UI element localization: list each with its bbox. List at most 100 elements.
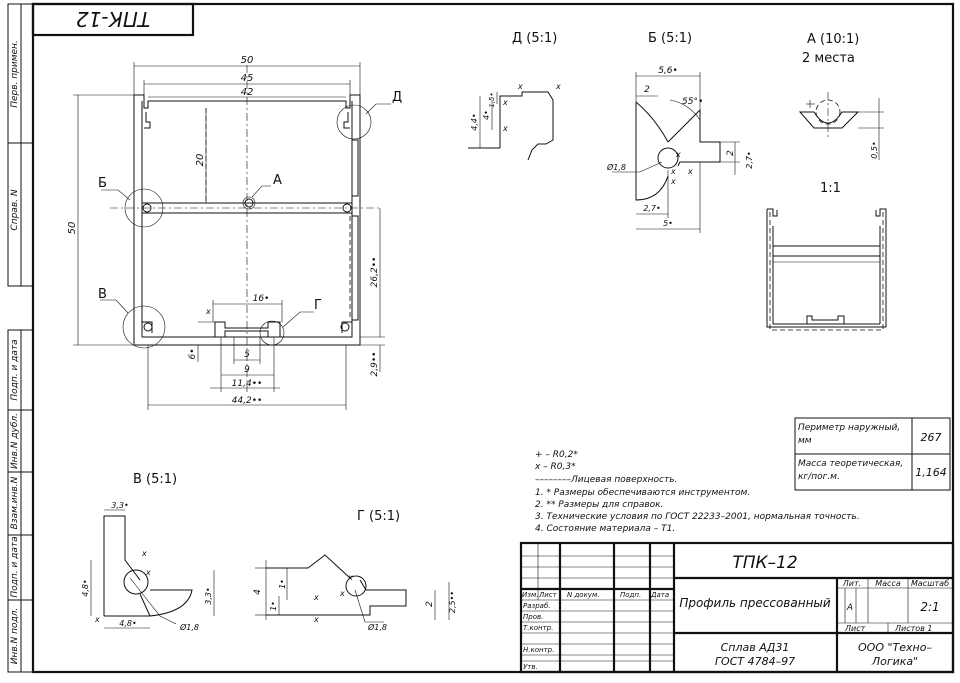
view-title-a: А (10:1) — [807, 32, 859, 47]
dim-9: 9 — [244, 365, 250, 375]
detail-b-dim-d18: Ø1,8 — [606, 162, 626, 172]
detail-d-x3: x — [502, 98, 508, 107]
tb-massa: Масса — [875, 579, 901, 588]
dim-11: 11,4•• — [232, 379, 263, 389]
dim-50-left: 50 — [67, 222, 78, 235]
detail-g-dim-4: 4 — [253, 589, 263, 595]
note-5: 3. Технические условия по ГОСТ 22233–200… — [535, 512, 860, 522]
detail-b-dim-2b: 2 — [726, 150, 736, 156]
title-block-text: ТПК–12 Профиль прессованный Сплав АД31 Г… — [522, 553, 949, 671]
tb-company-2: Логика" — [871, 655, 918, 668]
note-3: 1. * Размеры обеспечиваются инструментом… — [535, 488, 750, 498]
tb-razrab: Разраб. — [523, 602, 551, 610]
detail-a-dim-0-5: 0,5• — [870, 141, 879, 158]
dim-2-9: 2,9•• — [370, 352, 380, 377]
tb-col-podp: Подп. — [620, 591, 641, 599]
tb-sheets: Листов 1 — [894, 624, 933, 633]
detail-g-dim-1: 1• — [278, 579, 287, 589]
detail-d-x2: x — [555, 82, 561, 91]
detail-v-dim-3-3b: 3,3• — [204, 587, 213, 604]
dim-44: 44,2•• — [232, 396, 263, 406]
main-view-dimensions: 50 45 42 20 50 26,2•• 16• 5 9 11,4•• 44,… — [67, 55, 402, 406]
tb-col-list: Лист — [538, 591, 558, 599]
label-g: Г — [314, 298, 322, 313]
detail-d-dim-4-4: 4,4• — [470, 113, 479, 130]
mass-value: 1,164 — [915, 466, 947, 479]
note-0: + – R0,2* — [535, 450, 578, 460]
detail-v-x3: x — [145, 568, 151, 577]
tb-nkontr: Н.контр. — [523, 646, 554, 654]
detail-g-dim-2: 2 — [425, 601, 435, 607]
tb-tkontr: Т.контр. — [523, 624, 553, 632]
detail-b-dim-2-7: 2,7• — [745, 151, 754, 168]
view-title-b: Б (5:1) — [648, 31, 692, 46]
stamp-designation: ТПК-12 — [76, 7, 150, 31]
notes-block: + – R0,2* x – R0,3* ––––––––Лицевая пове… — [534, 450, 860, 534]
label-d: Д — [392, 90, 402, 105]
note-2: ––––––––Лицевая поверхность. — [535, 475, 677, 485]
detail-b-x3: x — [687, 167, 693, 176]
side-label-sprav: Справ. N — [10, 189, 20, 230]
detail-v: 3,3• 4,8• 3,3• 4,8• Ø1,8 x x x — [81, 501, 215, 632]
tb-sheet: Лист — [844, 624, 866, 633]
side-label-podp-data-1: Подп. и дата — [10, 339, 20, 400]
perimeter-value: 267 — [921, 431, 942, 444]
side-label-inv-dubl: Инв.N дубл. — [10, 413, 20, 469]
detail-d-x4: x — [502, 124, 508, 133]
detail-b-dim-2-7b: 2,7• — [643, 204, 660, 213]
detail-b-dim-2: 2 — [644, 85, 650, 95]
detail-d-dim-4: 4• — [482, 110, 491, 120]
dim-42: 42 — [241, 87, 254, 98]
tb-lit: Лит. — [842, 579, 861, 588]
tb-col-doc: N докум. — [567, 591, 599, 599]
note-4: 2. ** Размеры для справок. — [535, 500, 663, 510]
detail-v-dim-4-8b: 4,8• — [119, 619, 136, 628]
detail-d-dim-1-5: 1,5• — [488, 92, 496, 107]
section-view — [766, 208, 887, 331]
tb-designation: ТПК–12 — [732, 553, 797, 573]
detail-b-dim-5: 5• — [663, 219, 673, 228]
detail-g-x1: x — [313, 593, 319, 602]
view-title-section: 1:1 — [820, 181, 841, 196]
tb-scale-value: 2:1 — [920, 600, 939, 614]
detail-g-x3: x — [339, 589, 345, 598]
view-title-d: Д (5:1) — [512, 31, 557, 46]
detail-v-dim-d18: Ø1,8 — [179, 622, 199, 632]
tb-col-izm: Изм. — [522, 591, 538, 599]
detail-b-dim-55: 55°• — [682, 97, 703, 107]
dim-16: 16• — [253, 294, 270, 304]
mass-label: Масса теоретическая, кг/пог.м. — [798, 459, 904, 482]
title-block-grid — [519, 541, 955, 674]
detail-g-dim-d18: Ø1,8 — [367, 622, 387, 632]
dim-6: 6• — [188, 348, 198, 359]
detail-b-dim-5-6: 5,6• — [658, 66, 678, 76]
tb-masshtab: Масштаб — [911, 579, 949, 588]
detail-v-x2: x — [94, 615, 100, 624]
note-1: x – R0,3* — [534, 462, 576, 472]
tb-lit-value: А — [846, 603, 853, 613]
tb-col-data: Дата — [650, 591, 669, 599]
note-6: 4. Состояние материала – Т1. — [535, 524, 675, 534]
view-title-v: В (5:1) — [133, 472, 177, 487]
mark-x: x — [205, 307, 211, 316]
tb-material-2: ГОСТ 4784–97 — [715, 655, 795, 668]
detail-g-dim-1b: 1• — [269, 601, 278, 611]
detail-v-dim-3-3: 3,3• — [111, 501, 128, 510]
dim-26: 26,2•• — [370, 257, 380, 288]
detail-g: 4 1• 1• 2 2,5•• Ø1,8 x x x x — [253, 554, 457, 632]
main-profile-view — [73, 62, 391, 410]
dim-45: 45 — [241, 73, 254, 84]
detail-v-dim-4-8: 4,8• — [81, 579, 90, 596]
detail-g-dim-2-5: 2,5•• — [448, 591, 457, 613]
tb-prov: Пров. — [523, 613, 543, 621]
detail-b-x1: x — [670, 167, 676, 176]
detail-d-x1: x — [517, 82, 523, 91]
tb-company-1: ООО "Техно– — [858, 641, 932, 654]
dim-20: 20 — [195, 154, 206, 167]
tb-material-1: Сплав АД31 — [721, 641, 790, 654]
detail-v-x1: x — [141, 549, 147, 558]
detail-b-x4: x — [675, 150, 681, 159]
perimeter-label: Периметр наружный, мм — [798, 423, 901, 446]
view-title-g: Г (5:1) — [357, 509, 400, 524]
